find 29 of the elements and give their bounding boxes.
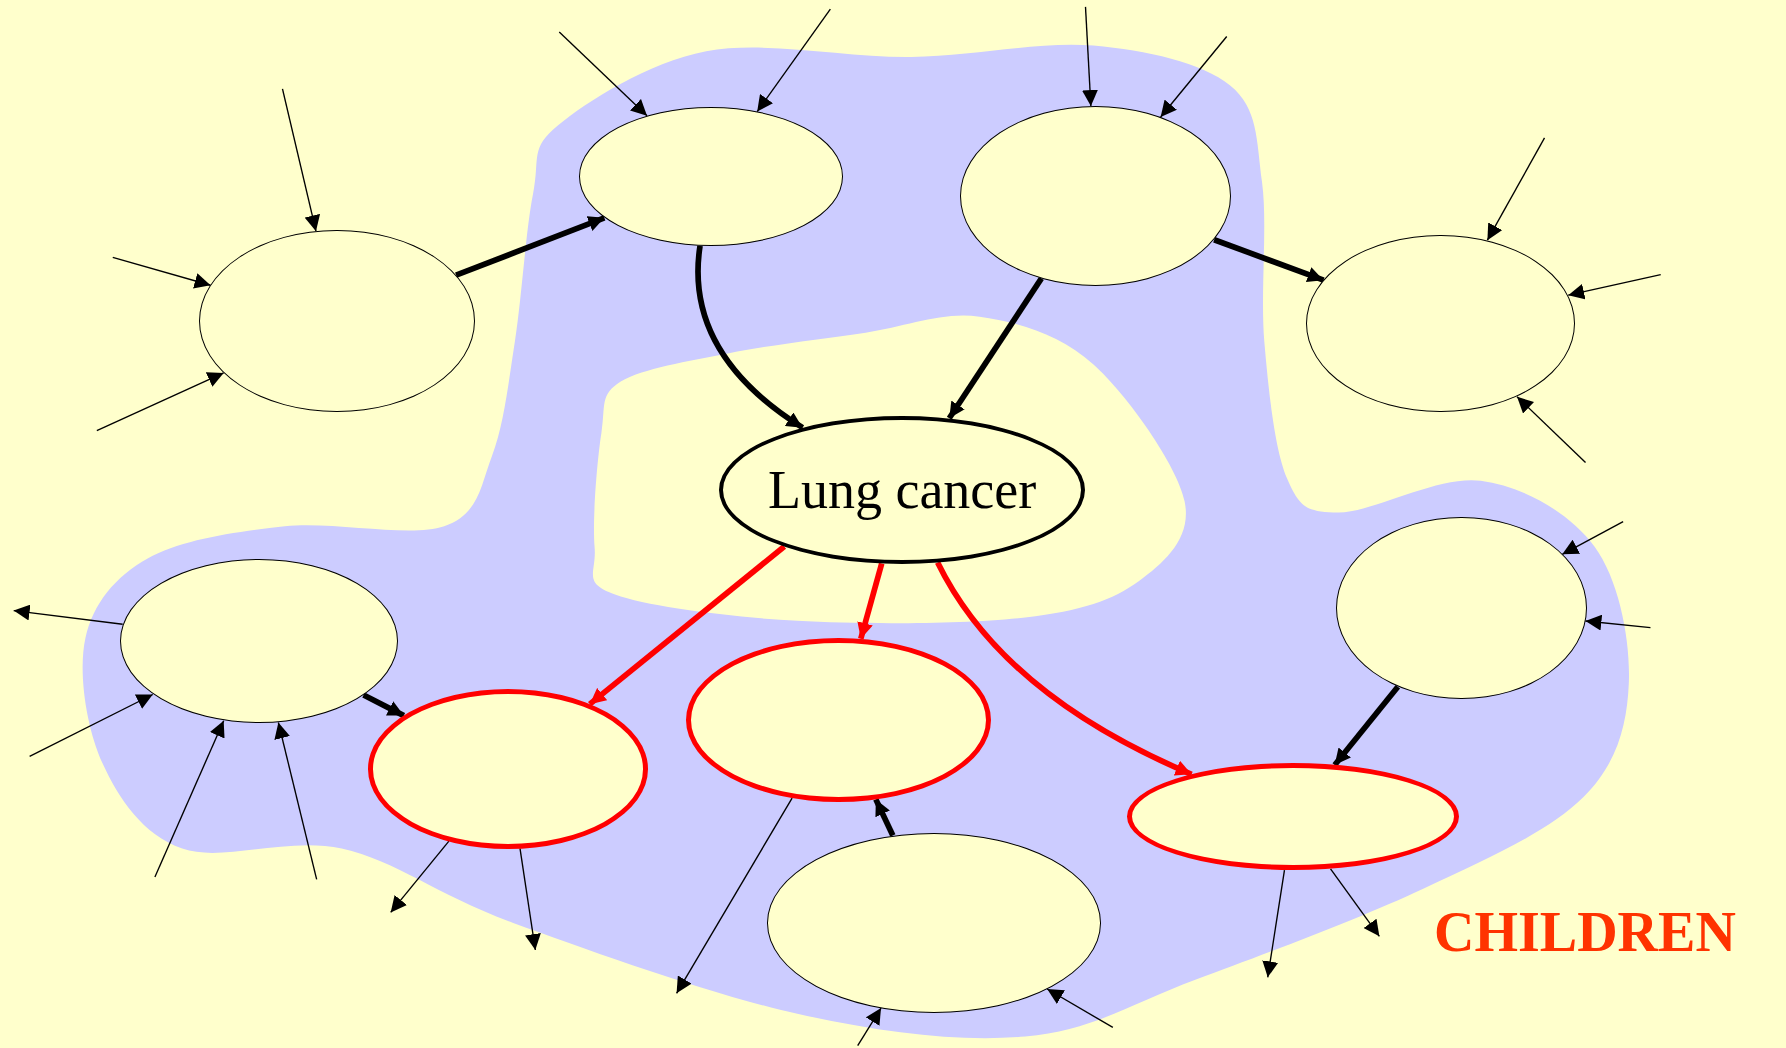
arrow	[519, 847, 541, 951]
arrow	[695, 245, 805, 430]
arrow	[857, 1007, 882, 1047]
arrow	[13, 604, 124, 625]
arrow	[28, 693, 154, 758]
arrow	[112, 256, 212, 289]
arrow	[1486, 137, 1546, 241]
arrow	[455, 215, 606, 278]
arrow	[558, 31, 648, 117]
arrow	[1046, 988, 1114, 1029]
arrow	[1262, 869, 1286, 978]
arrow	[1516, 396, 1587, 464]
arrow	[281, 88, 321, 232]
arrow	[756, 8, 832, 113]
arrow	[1329, 868, 1381, 937]
arrow	[857, 562, 885, 640]
arrow	[1159, 35, 1228, 118]
arrow	[362, 692, 406, 719]
arrow	[96, 372, 225, 432]
arrow	[390, 840, 450, 914]
arrow	[1584, 614, 1652, 631]
arrow	[588, 544, 787, 707]
arrow	[274, 721, 318, 881]
arrow	[1561, 521, 1624, 555]
arrow	[154, 720, 225, 878]
arrow	[935, 561, 1193, 777]
group-label: CHILDREN	[1434, 900, 1736, 964]
arrow	[1082, 6, 1098, 107]
node-label: Lung cancer	[767, 458, 1037, 521]
